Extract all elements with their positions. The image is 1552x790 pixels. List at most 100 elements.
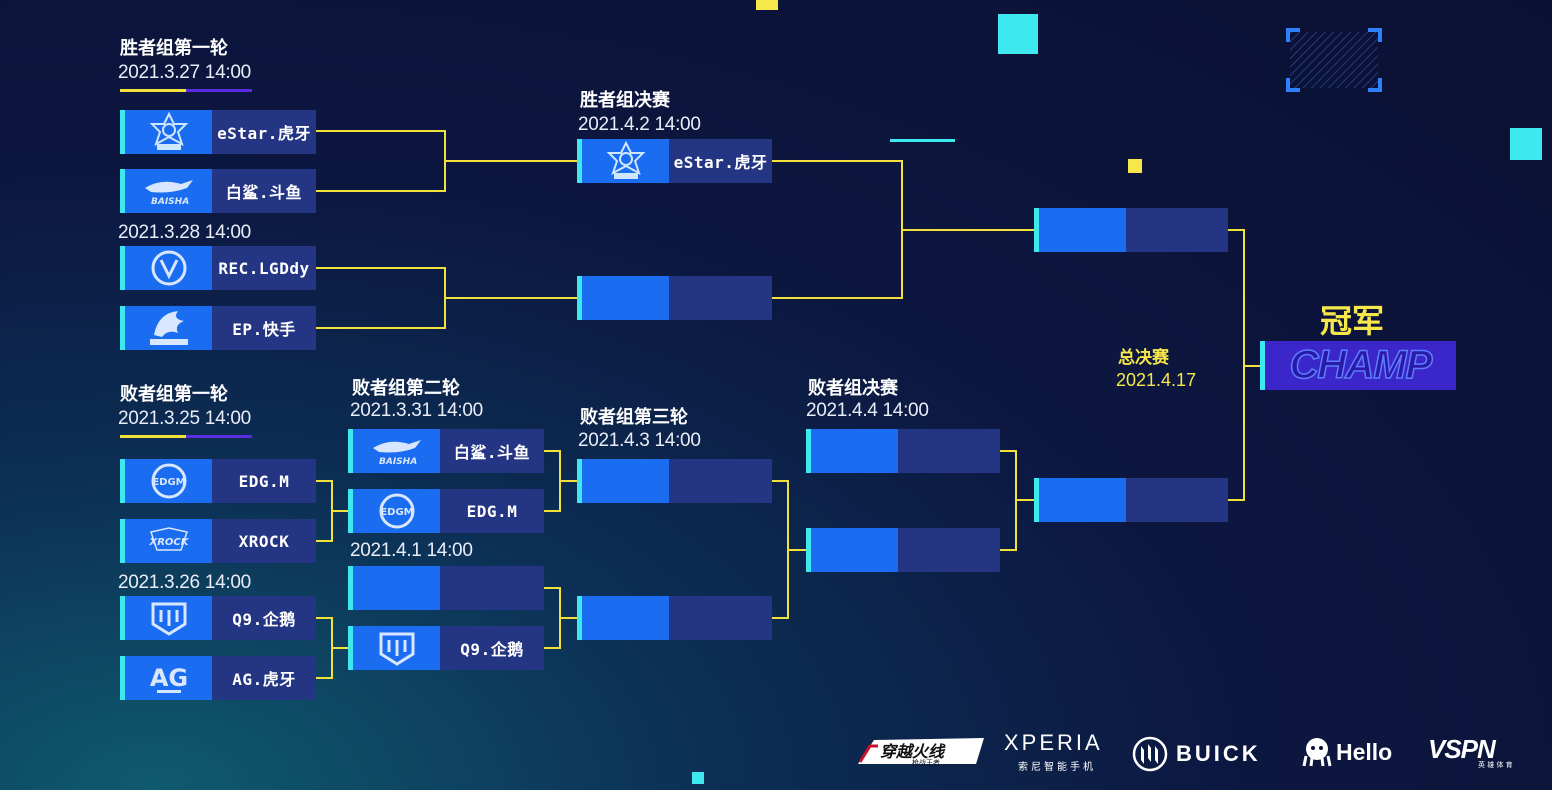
svg-text:EDGM: EDGM (380, 507, 413, 518)
team-slot[interactable]: eStar.虎牙 (120, 110, 316, 154)
team-name (1126, 208, 1228, 252)
team-name (669, 276, 772, 320)
edgm-logo-icon: EDGM (125, 459, 212, 503)
team-slot[interactable]: eStar.虎牙 (577, 139, 772, 183)
baisha-logo-icon: BAISHA (125, 169, 212, 213)
frame-corners-icon (1286, 28, 1382, 92)
xperia-text: XPERIA (1004, 730, 1103, 755)
team-slot-empty[interactable] (806, 528, 1000, 572)
svg-text:BAISHA: BAISHA (151, 197, 189, 206)
logo-placeholder (811, 528, 898, 572)
team-slot-empty[interactable] (348, 566, 544, 610)
winners-round1-match2-date: 2021.3.28 14:00 (118, 222, 251, 243)
team-slot[interactable]: REC.LGDdy (120, 246, 316, 290)
estar-logo-icon (582, 139, 669, 183)
deco-square (756, 0, 778, 10)
xperia-subtext: 索尼智能手机 (1018, 762, 1096, 773)
team-slot-empty[interactable] (577, 459, 772, 503)
team-name (1126, 478, 1228, 522)
team-slot[interactable]: BAISHA 白鲨.斗鱼 (120, 169, 316, 213)
team-slot[interactable]: XROCK XROCK (120, 519, 316, 563)
team-slot[interactable]: BAISHA 白鲨.斗鱼 (348, 429, 544, 473)
team-slot-empty[interactable] (1034, 208, 1228, 252)
losers-round1-match1-date: 2021.3.25 14:00 (118, 408, 251, 429)
rec-logo-icon (125, 246, 212, 290)
team-name (440, 566, 544, 610)
team-name: EDG.M (212, 459, 316, 503)
buick-logo: BUICK (1132, 736, 1261, 772)
cf-subtext: 枪战王者 (912, 759, 940, 767)
losers-final-title: 败者组决赛 (808, 378, 898, 399)
vspn-subtext: 英 雄 体 育 (1478, 761, 1513, 769)
team-name: REC.LGDdy (212, 246, 316, 290)
logo-placeholder (1039, 208, 1126, 252)
team-name: eStar.虎牙 (212, 110, 316, 154)
winners-final-title: 胜者组决赛 (580, 90, 670, 111)
team-name: eStar.虎牙 (669, 139, 772, 183)
losers-round2-match1-date: 2021.3.31 14:00 (350, 400, 483, 421)
team-slot[interactable]: AG AG.虎牙 (120, 656, 316, 700)
winners-final-date: 2021.4.2 14:00 (578, 114, 701, 135)
champion-title: 冠军 (1320, 302, 1385, 340)
champion-slot[interactable]: CHAMP (1260, 341, 1456, 390)
losers-round3-date: 2021.4.3 14:00 (578, 430, 701, 451)
team-name: Q9.企鹅 (440, 626, 544, 670)
hello-logo: Hello (1300, 736, 1392, 768)
deco-square (1510, 128, 1542, 160)
baisha-logo-icon: BAISHA (353, 429, 440, 473)
team-name: XROCK (212, 519, 316, 563)
team-slot[interactable]: EDGM EDG.M (348, 489, 544, 533)
xperia-logo: XPERIA 索尼智能手机 (1004, 730, 1103, 773)
hello-text: Hello (1336, 738, 1393, 765)
champion-label: CHAMP (1289, 342, 1433, 388)
losers-round2-match2-date: 2021.4.1 14:00 (350, 540, 473, 561)
logo-placeholder (811, 429, 898, 473)
team-name (669, 596, 772, 640)
logo-placeholder (582, 459, 669, 503)
team-slot[interactable]: EDGM EDG.M (120, 459, 316, 503)
losers-round3-title: 败者组第三轮 (580, 407, 688, 428)
underline-yellow (120, 435, 186, 438)
team-name (898, 429, 1000, 473)
team-name: EDG.M (440, 489, 544, 533)
buick-text: BUICK (1176, 741, 1261, 766)
vspn-logo: VSPN 英 雄 体 育 (1428, 736, 1513, 770)
cf-text: 穿越火线 (880, 742, 945, 761)
winners-round1-title: 胜者组第一轮 (120, 38, 228, 59)
team-name: AG.虎牙 (212, 656, 316, 700)
winners-round1-match1-date: 2021.3.27 14:00 (118, 62, 251, 83)
team-slot-empty[interactable] (577, 276, 772, 320)
team-name: 白鲨.斗鱼 (440, 429, 544, 473)
deco-square (692, 772, 704, 784)
deco-square (998, 14, 1038, 54)
underline-purple (186, 89, 252, 92)
team-name (669, 459, 772, 503)
svg-text:BAISHA: BAISHA (379, 457, 417, 466)
team-slot[interactable]: Q9.企鹅 (348, 626, 544, 670)
deco-square (1128, 159, 1142, 173)
team-name: EP.快手 (212, 306, 316, 350)
team-slot[interactable]: Q9.企鹅 (120, 596, 316, 640)
team-name: Q9.企鹅 (212, 596, 316, 640)
losers-round1-title: 败者组第一轮 (120, 384, 228, 405)
losers-round2-title: 败者组第二轮 (352, 378, 460, 399)
team-slot-empty[interactable] (1034, 478, 1228, 522)
svg-text:EDGM: EDGM (152, 477, 185, 488)
underline-purple (186, 435, 252, 438)
estar-logo-icon (125, 110, 212, 154)
q9-logo-icon (125, 596, 212, 640)
logo-placeholder (582, 276, 669, 320)
team-slot[interactable]: EP.快手 (120, 306, 316, 350)
team-slot-empty[interactable] (577, 596, 772, 640)
losers-final-date: 2021.4.4 14:00 (806, 400, 929, 421)
logo-placeholder (582, 596, 669, 640)
grand-final-title: 总决赛 (1118, 348, 1169, 368)
team-slot-empty[interactable] (806, 429, 1000, 473)
cf-logo: 穿越火线 枪战王者 (856, 734, 986, 770)
hello-mascot-icon (1302, 738, 1332, 767)
ep-logo-icon (125, 306, 212, 350)
xrock-logo-icon: XROCK (125, 519, 212, 563)
ag-logo-icon: AG (125, 656, 212, 700)
q9-logo-icon (353, 626, 440, 670)
